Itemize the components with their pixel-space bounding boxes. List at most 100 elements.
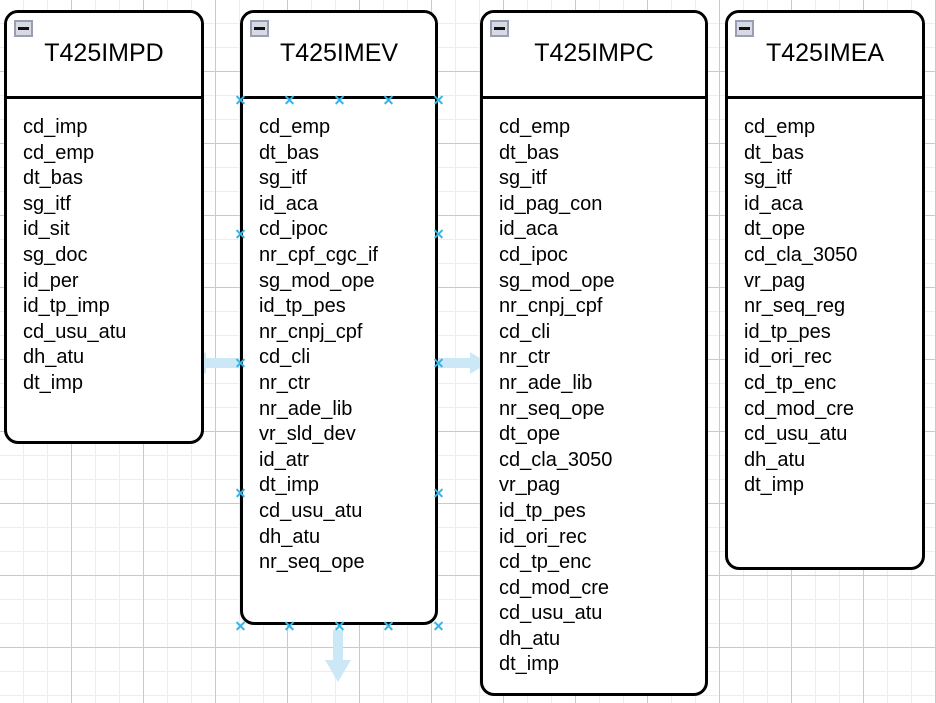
field-row[interactable]: id_ori_rec xyxy=(499,525,587,548)
field-row[interactable]: dh_atu xyxy=(744,448,806,471)
selection-handle-top-three-q[interactable] xyxy=(383,94,394,105)
field-row[interactable]: cd_imp xyxy=(23,116,88,138)
field-row[interactable]: cd_mod_cre xyxy=(744,397,855,420)
field-row[interactable]: dh_atu xyxy=(23,346,85,369)
field-row[interactable]: nr_ade_lib xyxy=(499,371,593,394)
entity-header: T425IMPD xyxy=(7,13,201,99)
field-row[interactable]: cd_usu_atu xyxy=(744,423,848,446)
selection-handle-left-middle[interactable] xyxy=(235,357,246,368)
field-row[interactable]: sg_mod_ope xyxy=(499,269,615,292)
entity-t425imea[interactable]: T425IMEA cd_emp dt_bas sg_itf id_aca dt_… xyxy=(725,10,925,570)
field-row[interactable]: cd_tp_enc xyxy=(499,551,592,574)
field-row[interactable]: id_atr xyxy=(259,448,310,471)
entity-field-list: cd_emp dt_bas sg_itf id_aca dt_ope cd_cl… xyxy=(728,99,922,499)
minimize-icon[interactable] xyxy=(250,20,269,37)
selection-handle-bottom-center[interactable] xyxy=(334,620,345,631)
field-row[interactable]: id_pag_con xyxy=(499,192,603,215)
field-row[interactable]: dt_imp xyxy=(259,474,320,497)
field-row[interactable]: dt_bas xyxy=(259,141,320,164)
selection-handle-left-upper[interactable] xyxy=(235,228,246,239)
field-row[interactable]: nr_seq_ope xyxy=(499,397,605,420)
selection-handle-bottom-three-q[interactable] xyxy=(383,620,394,631)
entity-field-list: cd_emp dt_bas sg_itf id_aca cd_ipoc nr_c… xyxy=(243,99,435,576)
field-row[interactable]: cd_emp xyxy=(499,116,571,138)
selection-handle-right-middle[interactable] xyxy=(433,357,444,368)
field-row[interactable]: id_aca xyxy=(499,218,558,241)
selection-handle-top-right[interactable] xyxy=(433,94,444,105)
field-row[interactable]: nr_seq_ope xyxy=(259,551,365,574)
field-row[interactable]: cd_usu_atu xyxy=(499,602,603,625)
field-row[interactable]: dt_ope xyxy=(744,218,806,241)
field-row[interactable]: vr_sld_dev xyxy=(259,423,356,446)
field-row[interactable]: sg_itf xyxy=(499,167,547,190)
minimize-icon[interactable] xyxy=(735,20,754,37)
entity-field-list: cd_imp cd_emp dt_bas sg_itf id_sit sg_do… xyxy=(7,99,201,397)
field-row[interactable]: nr_ctr xyxy=(259,371,311,394)
field-row[interactable]: sg_itf xyxy=(23,192,71,215)
field-row[interactable]: cd_usu_atu xyxy=(259,499,363,522)
field-row[interactable]: sg_doc xyxy=(23,243,88,266)
field-row[interactable]: cd_emp xyxy=(23,141,95,164)
field-row[interactable]: dh_atu xyxy=(499,627,561,650)
field-row[interactable]: cd_emp xyxy=(259,116,331,138)
selection-handle-top-left[interactable] xyxy=(235,94,246,105)
entity-t425impd[interactable]: T425IMPD cd_imp cd_emp dt_bas sg_itf id_… xyxy=(4,10,204,444)
field-row[interactable]: cd_ipoc xyxy=(259,218,328,241)
field-row[interactable]: id_ori_rec xyxy=(744,346,832,369)
field-row[interactable]: dt_bas xyxy=(23,167,84,190)
field-row[interactable]: sg_itf xyxy=(259,167,307,190)
connector-imev-bottom xyxy=(325,630,351,682)
field-row[interactable]: id_tp_pes xyxy=(499,499,586,522)
field-row[interactable]: nr_cnpj_cpf xyxy=(259,320,363,343)
entity-title: T425IMPC xyxy=(534,39,654,67)
field-row[interactable]: id_tp_pes xyxy=(259,295,346,318)
field-row[interactable]: dh_atu xyxy=(259,525,321,548)
selection-handle-top-center[interactable] xyxy=(334,94,345,105)
field-row[interactable]: dt_bas xyxy=(744,141,805,164)
field-row[interactable]: dt_ope xyxy=(499,423,561,446)
field-row[interactable]: cd_cli xyxy=(499,320,551,343)
field-row[interactable]: nr_cnpj_cpf xyxy=(499,295,603,318)
field-row[interactable]: cd_ipoc xyxy=(499,243,568,266)
entity-field-list: cd_emp dt_bas sg_itf id_pag_con id_aca c… xyxy=(483,99,705,678)
field-row[interactable]: vr_pag xyxy=(499,474,561,497)
selection-handle-right-lower[interactable] xyxy=(433,487,444,498)
selection-handle-right-upper[interactable] xyxy=(433,228,444,239)
minimize-icon[interactable] xyxy=(14,20,33,37)
field-row[interactable]: dt_imp xyxy=(23,371,84,394)
field-row[interactable]: sg_mod_ope xyxy=(259,269,375,292)
selection-handle-bottom-left[interactable] xyxy=(235,620,246,631)
field-row[interactable]: cd_cla_3050 xyxy=(744,243,858,266)
field-row[interactable]: cd_emp xyxy=(744,116,816,138)
field-row[interactable]: nr_cpf_cgc_if xyxy=(259,243,378,266)
field-row[interactable]: nr_ade_lib xyxy=(259,397,353,420)
field-row[interactable]: id_sit xyxy=(23,218,70,241)
field-row[interactable]: id_aca xyxy=(259,192,318,215)
field-row[interactable]: cd_tp_enc xyxy=(744,371,837,394)
field-row[interactable]: dt_imp xyxy=(744,474,805,497)
selection-handle-bottom-right[interactable] xyxy=(433,620,444,631)
field-row[interactable]: cd_mod_cre xyxy=(499,576,610,599)
entity-header: T425IMPC xyxy=(483,13,705,99)
field-row[interactable]: sg_itf xyxy=(744,167,792,190)
field-row[interactable]: id_tp_imp xyxy=(23,295,110,318)
field-row[interactable]: cd_cli xyxy=(259,346,311,369)
field-row[interactable]: cd_cla_3050 xyxy=(499,448,613,471)
field-row[interactable]: cd_usu_atu xyxy=(23,320,127,343)
entity-title: T425IMEA xyxy=(765,39,885,67)
field-row[interactable]: id_tp_pes xyxy=(744,320,831,343)
field-row[interactable]: vr_pag xyxy=(744,269,806,292)
field-row[interactable]: nr_ctr xyxy=(499,346,551,369)
selection-handle-left-lower[interactable] xyxy=(235,487,246,498)
minimize-icon[interactable] xyxy=(490,20,509,37)
entity-t425impc[interactable]: T425IMPC cd_emp dt_bas sg_itf id_pag_con… xyxy=(480,10,708,696)
entity-header: T425IMEV xyxy=(243,13,435,99)
field-row[interactable]: dt_bas xyxy=(499,141,560,164)
field-row[interactable]: nr_seq_reg xyxy=(744,295,846,318)
selection-handle-bottom-quarter[interactable] xyxy=(284,620,295,631)
field-row[interactable]: id_per xyxy=(23,269,79,292)
field-row[interactable]: id_aca xyxy=(744,192,803,215)
selection-handle-top-quarter[interactable] xyxy=(284,94,295,105)
field-row[interactable]: dt_imp xyxy=(499,653,560,676)
